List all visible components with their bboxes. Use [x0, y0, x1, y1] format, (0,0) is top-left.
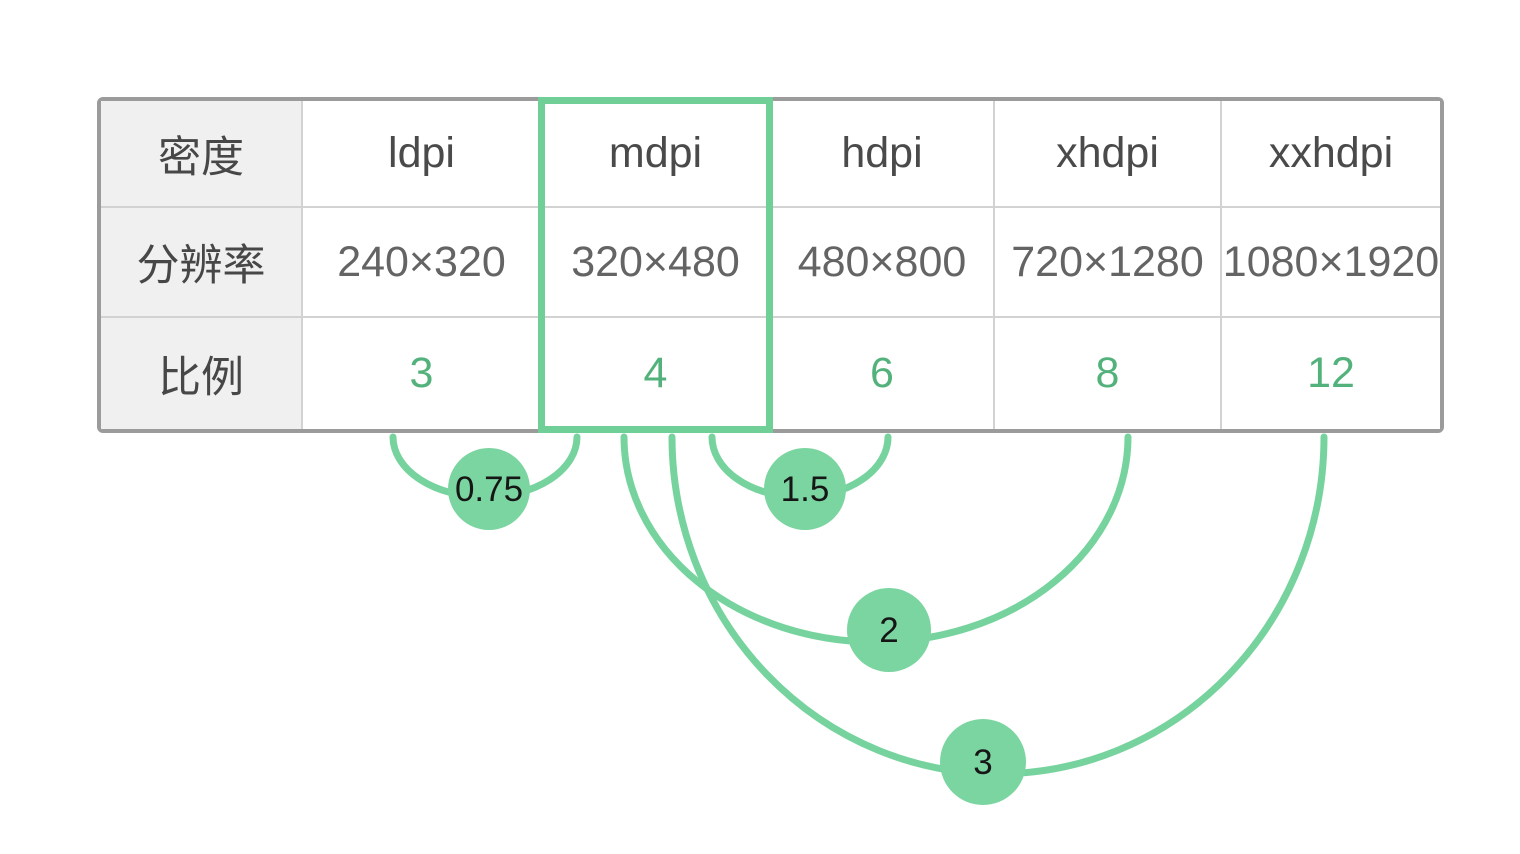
- cell-ratio-ldpi: 3: [303, 318, 542, 429]
- cell-density-xhdpi: xhdpi: [995, 101, 1222, 208]
- row-label-resolution: 分辨率: [101, 208, 303, 318]
- factor-label-2: 2: [879, 611, 898, 650]
- cell-density-hdpi: hdpi: [771, 101, 995, 208]
- cell-ratio-hdpi: 6: [771, 318, 995, 429]
- factor-badge-2: [847, 588, 931, 672]
- cell-ratio-xxhdpi: 12: [1222, 318, 1440, 429]
- cell-density-mdpi: mdpi: [542, 101, 771, 208]
- cell-resolution-xxhdpi: 1080×1920: [1222, 208, 1440, 318]
- cell-density-ldpi: ldpi: [303, 101, 542, 208]
- cell-resolution-xhdpi: 720×1280: [995, 208, 1222, 318]
- density-table: 密度 ldpi mdpi hdpi xhdpi xxhdpi 分辨率 240×3…: [97, 97, 1444, 433]
- factor-label-1.5: 1.5: [781, 470, 830, 509]
- cell-resolution-mdpi: 320×480: [542, 208, 771, 318]
- cell-resolution-hdpi: 480×800: [771, 208, 995, 318]
- row-label-ratio: 比例: [101, 318, 303, 429]
- cell-density-xxhdpi: xxhdpi: [1222, 101, 1440, 208]
- factor-badge-0.75: [448, 448, 530, 530]
- row-label-density: 密度: [101, 101, 303, 208]
- factor-badge-3: [940, 719, 1026, 805]
- factor-badge-1.5: [764, 448, 846, 530]
- cell-ratio-xhdpi: 8: [995, 318, 1222, 429]
- factor-label-0.75: 0.75: [455, 470, 523, 509]
- factor-label-3: 3: [973, 743, 992, 782]
- cell-resolution-ldpi: 240×320: [303, 208, 542, 318]
